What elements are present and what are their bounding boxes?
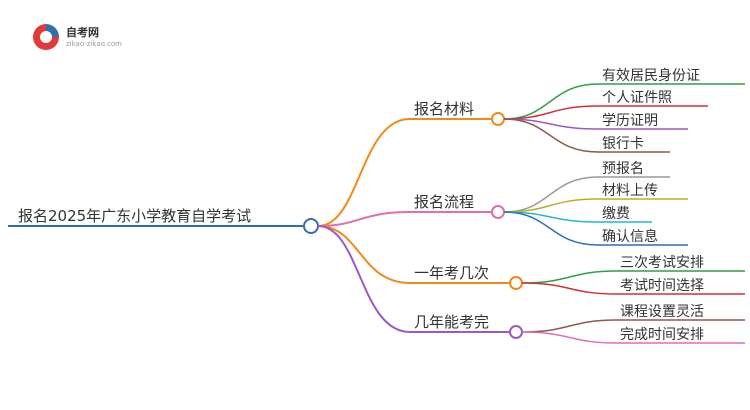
branch-label: 几年能考完 (414, 313, 489, 331)
leaf-label: 课程设置灵活 (620, 304, 704, 320)
leaf-curve (521, 319, 617, 333)
branch-connector (509, 325, 523, 339)
branch-curve (317, 225, 411, 333)
branch-materials[interactable]: 报名材料 (317, 100, 505, 227)
branch-connector (491, 205, 505, 219)
branch-process[interactable]: 报名流程 (317, 193, 505, 227)
leaf-curve (521, 270, 617, 284)
branch-label: 报名材料 (414, 100, 474, 118)
leaf-upload-materials[interactable]: 材料上传 (503, 183, 688, 213)
branch-curve (317, 211, 411, 227)
root-node[interactable]: 报名2025年广东小学教育自学考试 (8, 207, 319, 234)
leaf-label: 考试时间选择 (620, 278, 704, 294)
branch-exams-per-year[interactable]: 一年考几次 (317, 225, 523, 290)
leaf-curve (503, 211, 599, 246)
leaf-label: 学历证明 (602, 113, 658, 129)
leaf-flexible-courses[interactable]: 课程设置灵活 (521, 304, 745, 333)
leaf-label: 确认信息 (602, 228, 658, 245)
leaf-three-exams[interactable]: 三次考试安排 (521, 255, 745, 284)
leaf-curve (503, 83, 599, 120)
site-logo[interactable]: 自考网 zikao-zikao.com (30, 22, 140, 52)
leaf-education-proof[interactable]: 学历证明 (503, 113, 688, 130)
logo-name: 自考网 (66, 26, 99, 39)
leaf-confirm-info[interactable]: 确认信息 (503, 211, 688, 246)
leaf-curve (503, 198, 599, 213)
root-connector (303, 218, 319, 234)
leaf-pre-registration[interactable]: 预报名 (503, 161, 670, 213)
leaf-label: 完成时间安排 (620, 327, 704, 343)
leaf-exam-time[interactable]: 考试时间选择 (521, 278, 745, 295)
logo-url: zikao-zikao.com (66, 40, 122, 48)
branch-curve (317, 118, 411, 227)
branch-connector (509, 276, 523, 290)
leaf-curve (521, 282, 617, 295)
leaf-label: 缴费 (602, 206, 630, 222)
leaf-label: 预报名 (602, 161, 644, 177)
leaf-photo[interactable]: 个人证件照 (503, 90, 708, 120)
root-label: 报名2025年广东小学教育自学考试 (18, 207, 251, 225)
leaf-bank-card[interactable]: 银行卡 (503, 118, 670, 153)
leaf-label: 个人证件照 (602, 90, 672, 106)
leaf-curve (521, 331, 617, 344)
leaf-label: 材料上传 (602, 183, 658, 199)
logo-icon (33, 24, 59, 50)
leaf-curve (503, 176, 599, 213)
leaf-curve (503, 118, 599, 153)
leaf-label: 有效居民身份证 (602, 68, 700, 84)
branch-label: 报名流程 (414, 193, 474, 211)
branch-years-to-finish[interactable]: 几年能考完 (317, 225, 523, 339)
leaf-label: 三次考试安排 (620, 255, 704, 271)
leaf-completion-time[interactable]: 完成时间安排 (521, 327, 745, 344)
branch-curve (317, 225, 411, 284)
leaf-curve (503, 105, 599, 120)
branch-label: 一年考几次 (414, 264, 489, 282)
leaf-id-card[interactable]: 有效居民身份证 (503, 68, 745, 120)
branch-connector (491, 112, 505, 126)
leaf-label: 银行卡 (602, 136, 644, 152)
